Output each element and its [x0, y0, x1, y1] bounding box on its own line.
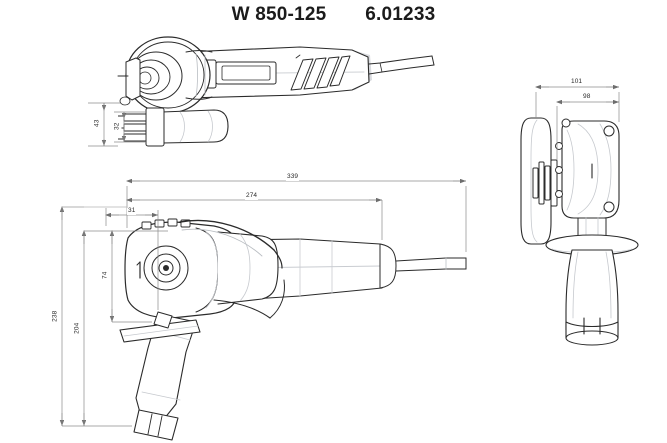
top-view-side-handle [118, 107, 229, 147]
side-view-dimensions [59, 178, 467, 427]
top-view-geometry [117, 36, 435, 114]
front-view-dimensions [535, 84, 620, 160]
top-view-dimensions [88, 102, 146, 147]
side-view-geometry [119, 218, 467, 441]
front-view-geometry [520, 117, 639, 346]
